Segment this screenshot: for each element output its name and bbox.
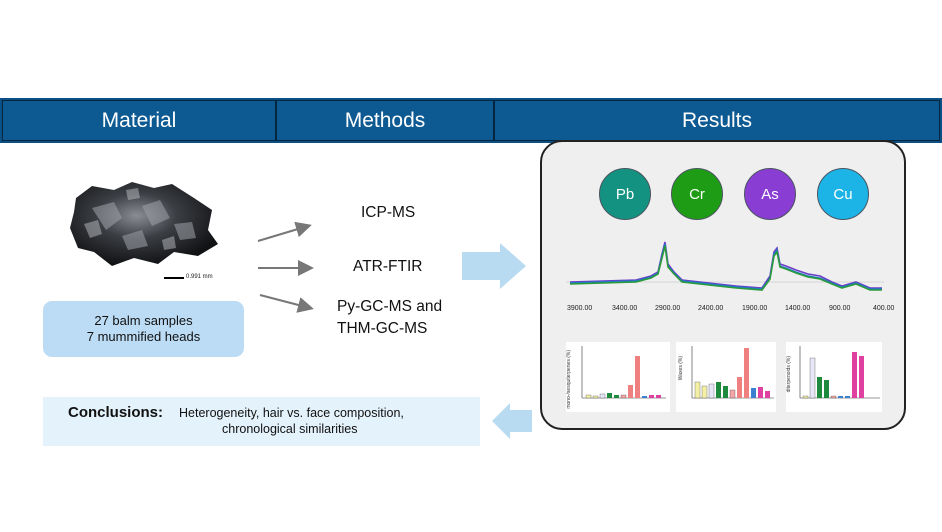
- method-pygcms-line2: THM-GC-MS: [337, 320, 428, 337]
- element-cr: Cr: [671, 168, 723, 220]
- arrow-to-icpms: [257, 221, 312, 242]
- ftir-tick-3900: 3900.00: [567, 305, 593, 312]
- header-results-label: Results: [681, 108, 753, 132]
- ftir-tick-900: 900.00: [829, 305, 851, 312]
- element-as: As: [744, 168, 796, 220]
- mini-chart-terpenes: mono-/sesquiterpenes (%): [566, 342, 670, 412]
- header-results: Results: [494, 100, 940, 141]
- header-material: Material: [2, 100, 276, 141]
- mini-chart-diterpenoids-svg: [799, 346, 880, 399]
- method-pygcms-line1: Py-GC-MS and: [337, 298, 443, 315]
- element-pb-label: Pb: [615, 185, 635, 203]
- header-methods-label: Methods: [344, 108, 426, 132]
- mini-chart-terpenes-ylabel: mono-/sesquiterpenes (%): [566, 350, 572, 409]
- mini-chart-waxes-ylabel: Waxes (%): [678, 356, 684, 381]
- sample-summary-box: 27 balm samples 7 mummified heads: [43, 301, 244, 357]
- conclusions-line1: Heterogeneity, hair vs. face composition…: [179, 406, 404, 420]
- conclusions-label: Conclusions:: [68, 404, 164, 421]
- method-pygcms: Py-GC-MS and THM-GC-MS: [337, 296, 442, 340]
- arrow-to-pygcms: [259, 294, 314, 313]
- element-cr-label: Cr: [689, 185, 705, 203]
- header-methods: Methods: [276, 100, 494, 141]
- heads-count: 7 mummified heads: [86, 329, 201, 344]
- method-icpms: ICP-MS: [361, 204, 416, 221]
- ftir-tick-400: 400.00: [873, 305, 895, 312]
- ftir-tick-2400: 2400.00: [698, 305, 724, 312]
- element-cu-label: Cu: [833, 185, 853, 203]
- arrow-to-results-icon: [462, 243, 526, 289]
- ftir-tick-1900: 1900.00: [742, 305, 768, 312]
- element-pb: Pb: [599, 168, 651, 220]
- conclusions-line2: chronological similarities: [222, 422, 358, 436]
- mini-chart-diterpenoids-ylabel: diterpenoids (%): [786, 356, 792, 393]
- scale-bar: [164, 277, 184, 279]
- ftir-tick-1400: 1400.00: [785, 305, 811, 312]
- element-cu: Cu: [817, 168, 869, 220]
- header-material-label: Material: [101, 108, 177, 132]
- ftir-tick-2900: 2900.00: [655, 305, 681, 312]
- ftir-spectrum: [566, 241, 884, 291]
- conclusions-box: [43, 397, 480, 446]
- method-atrftir: ATR-FTIR: [353, 258, 423, 275]
- balm-sample-image: [70, 182, 218, 266]
- mini-chart-waxes: Waxes (%): [676, 342, 776, 412]
- element-as-label: As: [761, 185, 779, 203]
- mini-chart-terpenes-svg: [581, 346, 666, 399]
- mini-chart-waxes-svg: [691, 346, 774, 399]
- scale-label: 0.991 mm: [186, 274, 213, 280]
- arrow-to-conclusions-icon: [492, 403, 532, 439]
- samples-count: 27 balm samples: [94, 313, 193, 328]
- mini-chart-diterpenoids: diterpenoids (%): [786, 342, 882, 412]
- ftir-tick-3400: 3400.00: [612, 305, 638, 312]
